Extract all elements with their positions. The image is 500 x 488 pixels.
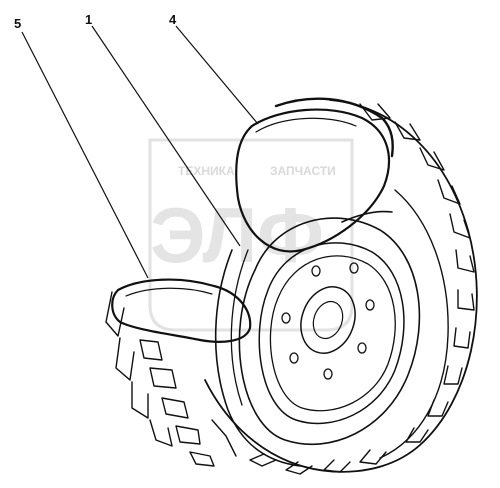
lower-section-inner xyxy=(125,287,213,297)
tire-front-edge-inner xyxy=(230,249,249,406)
tube-flange-lower xyxy=(341,210,393,223)
watermark-logo-text: ЭЛФ xyxy=(150,191,324,279)
bolt-hole-icon xyxy=(349,262,359,274)
tire-outer-contour xyxy=(204,99,478,473)
part-4-tube-section xyxy=(235,97,394,253)
watermark-text-right: ЗАПЧАСТИ xyxy=(270,164,336,178)
tube-section-shading xyxy=(255,117,357,133)
bolt-holes xyxy=(281,262,375,380)
bolt-hole-icon xyxy=(311,265,321,277)
bolt-hole-icon xyxy=(281,312,291,324)
hub-inner xyxy=(312,300,344,340)
tube-flange-top xyxy=(274,97,394,158)
bolt-hole-icon xyxy=(323,368,333,380)
rim-outer-ring xyxy=(258,242,405,425)
tire-sidewall-ring xyxy=(238,217,421,445)
part-5-lower-section xyxy=(105,278,252,467)
tube-section-outer xyxy=(235,108,391,253)
callouts: 5 1 4 xyxy=(14,12,259,279)
callout-label-4: 4 xyxy=(169,12,177,27)
lower-section-tread xyxy=(105,291,237,467)
tire-inner-contour xyxy=(379,189,449,459)
callout-label-5: 5 xyxy=(14,16,21,31)
callout-label-1: 1 xyxy=(85,12,92,27)
leader-line-5 xyxy=(21,31,149,279)
watermark-shield-outline xyxy=(148,138,354,332)
tire-tread-bottom xyxy=(249,449,387,475)
watermark: ТЕХНИКА ЗАПЧАСТИ ЭЛФ xyxy=(148,138,354,332)
tire-front-edge xyxy=(214,249,301,467)
rim-inner-ring xyxy=(269,255,396,412)
bolt-hole-icon xyxy=(289,352,299,364)
bolt-hole-icon xyxy=(365,299,375,311)
hub-center xyxy=(300,286,356,354)
lower-section-outer xyxy=(111,278,252,343)
wheel-assembly xyxy=(105,97,478,475)
bolt-hole-icon xyxy=(357,342,367,354)
tire-tread-right xyxy=(359,103,475,443)
leader-line-4 xyxy=(175,25,259,125)
leader-line-1 xyxy=(91,25,241,247)
